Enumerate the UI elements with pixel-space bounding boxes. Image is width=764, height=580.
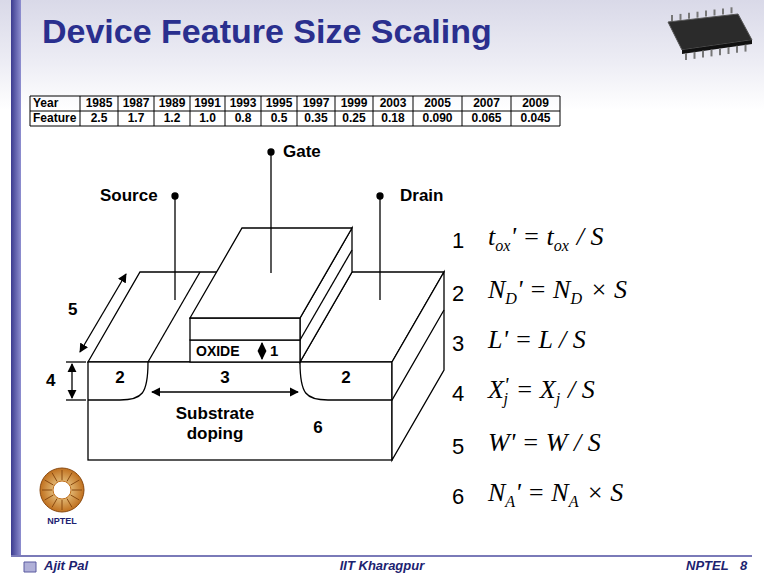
table-cell: 1985 (86, 97, 113, 111)
table-cell: 0.25 (342, 112, 365, 126)
table-cell: 1993 (230, 97, 257, 111)
equation-number: 4 (452, 381, 464, 406)
table-cell: 1999 (341, 97, 368, 111)
equation-number: 1 (452, 228, 464, 253)
mosfet-illustration (66, 149, 444, 460)
slide-title: Device Feature Size Scaling (42, 12, 492, 51)
table-cell: 1987 (123, 97, 150, 111)
equation-term: D (505, 290, 517, 309)
table-cell: 0.35 (304, 112, 327, 126)
equation-number: 5 (452, 434, 464, 459)
equation-term: ox (495, 237, 510, 256)
equation-term: ox (554, 237, 569, 256)
table-cell: Feature (33, 112, 76, 126)
equation-number: 2 (452, 281, 464, 306)
equation-term: / S (568, 375, 595, 405)
equation: W' = W / S (488, 428, 601, 458)
table-cell: 1997 (303, 97, 330, 111)
table-cell: 0.065 (471, 112, 501, 126)
equation-term: ' = N (517, 275, 570, 305)
equation-term: × S (590, 275, 627, 305)
table-cell: 2009 (522, 97, 549, 111)
callout-number: 3 (220, 368, 229, 388)
chip-icon (668, 7, 752, 60)
footer-institute: IIT Kharagpur (340, 559, 425, 574)
equation: tox' = tox/ S (488, 222, 604, 252)
table-cell: Year (33, 97, 58, 111)
equation-term: ' = t (510, 222, 553, 252)
equation: ND' = ND× S (488, 275, 627, 305)
equation-term: A (505, 493, 515, 512)
footer-icon (24, 562, 36, 572)
terminal-label: Drain (400, 186, 443, 206)
equation-term: j (556, 390, 560, 409)
equation-term: D (570, 290, 582, 309)
table-cell: 0.045 (520, 112, 550, 126)
side-bar (11, 0, 21, 556)
equation-term: X (488, 375, 504, 405)
page-number: 8 (740, 559, 747, 574)
callout-number: 5 (68, 300, 77, 320)
equation-term: L' = L / S (488, 325, 586, 355)
equation-number: 3 (452, 331, 464, 356)
callout-number: 1 (270, 342, 278, 359)
table-cell: 0.18 (381, 112, 404, 126)
terminal-label: Source (100, 186, 158, 206)
callout-number: 2 (115, 368, 124, 388)
table-cell: 1995 (266, 97, 293, 111)
equation-term: = X (516, 375, 556, 405)
equation-term: N (488, 478, 505, 508)
equation: NA' = NA× S (488, 478, 623, 508)
equation-term: j (504, 390, 508, 409)
callout-number: 6 (313, 418, 322, 438)
table-cell: 0.090 (422, 112, 452, 126)
table-cell: 2003 (380, 97, 407, 111)
table-cell: 2007 (473, 97, 500, 111)
equation-term: A (569, 493, 579, 512)
table-cell: 2.5 (91, 112, 108, 126)
equation-term: N (488, 275, 505, 305)
equation-term: t (488, 222, 495, 252)
callout-number: 2 (341, 368, 350, 388)
table-grid (30, 96, 560, 126)
footer-rule (11, 555, 752, 557)
table-cell: 0.5 (271, 112, 288, 126)
terminal-label: Gate (283, 142, 321, 162)
equation: X'j= Xj/ S (488, 375, 595, 405)
region-label: OXIDE (196, 343, 240, 359)
region-label: Substrate doping (165, 404, 265, 443)
table-cell: 1.2 (164, 112, 181, 126)
table-cell: 1.0 (199, 112, 216, 126)
table-cell: 0.8 (235, 112, 252, 126)
equation-term: × S (586, 478, 623, 508)
table-cell: 2005 (424, 97, 451, 111)
footer-author: Ajit Pal (44, 559, 88, 574)
nptel-logo (40, 468, 84, 512)
footer-brand: NPTEL (686, 559, 729, 574)
equation-number: 6 (452, 484, 464, 509)
table-cell: 1989 (159, 97, 186, 111)
callout-number: 4 (46, 371, 55, 391)
equation-term: ' = N (515, 478, 568, 508)
table-cell: 1.7 (128, 112, 145, 126)
table-cell: 1991 (194, 97, 221, 111)
logo-text: NPTEL (47, 516, 77, 526)
equation-term: W' = W / S (488, 428, 601, 458)
equation-term: / S (577, 222, 604, 252)
equation: L' = L / S (488, 325, 586, 355)
